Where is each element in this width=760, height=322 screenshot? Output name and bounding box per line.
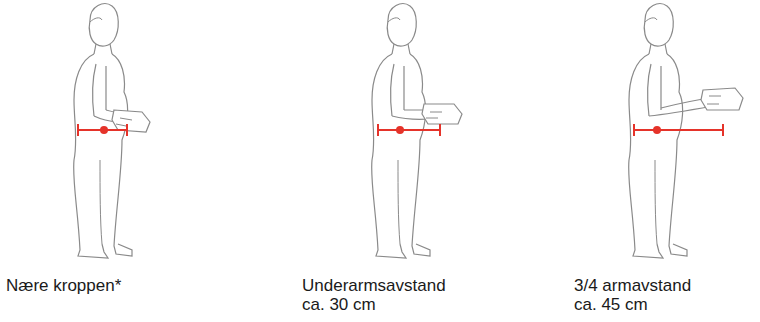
person-figure — [74, 4, 150, 258]
center-dot — [100, 126, 661, 134]
person-figure — [372, 4, 462, 258]
caption-label: Underarmsavstand ca. 30 cm — [302, 276, 452, 314]
caption-label: Nære kroppen* — [6, 276, 206, 295]
caption-label: 3/4 armavstand ca. 45 cm — [574, 276, 704, 314]
person-figure — [629, 4, 743, 258]
distance-marker — [78, 124, 723, 136]
